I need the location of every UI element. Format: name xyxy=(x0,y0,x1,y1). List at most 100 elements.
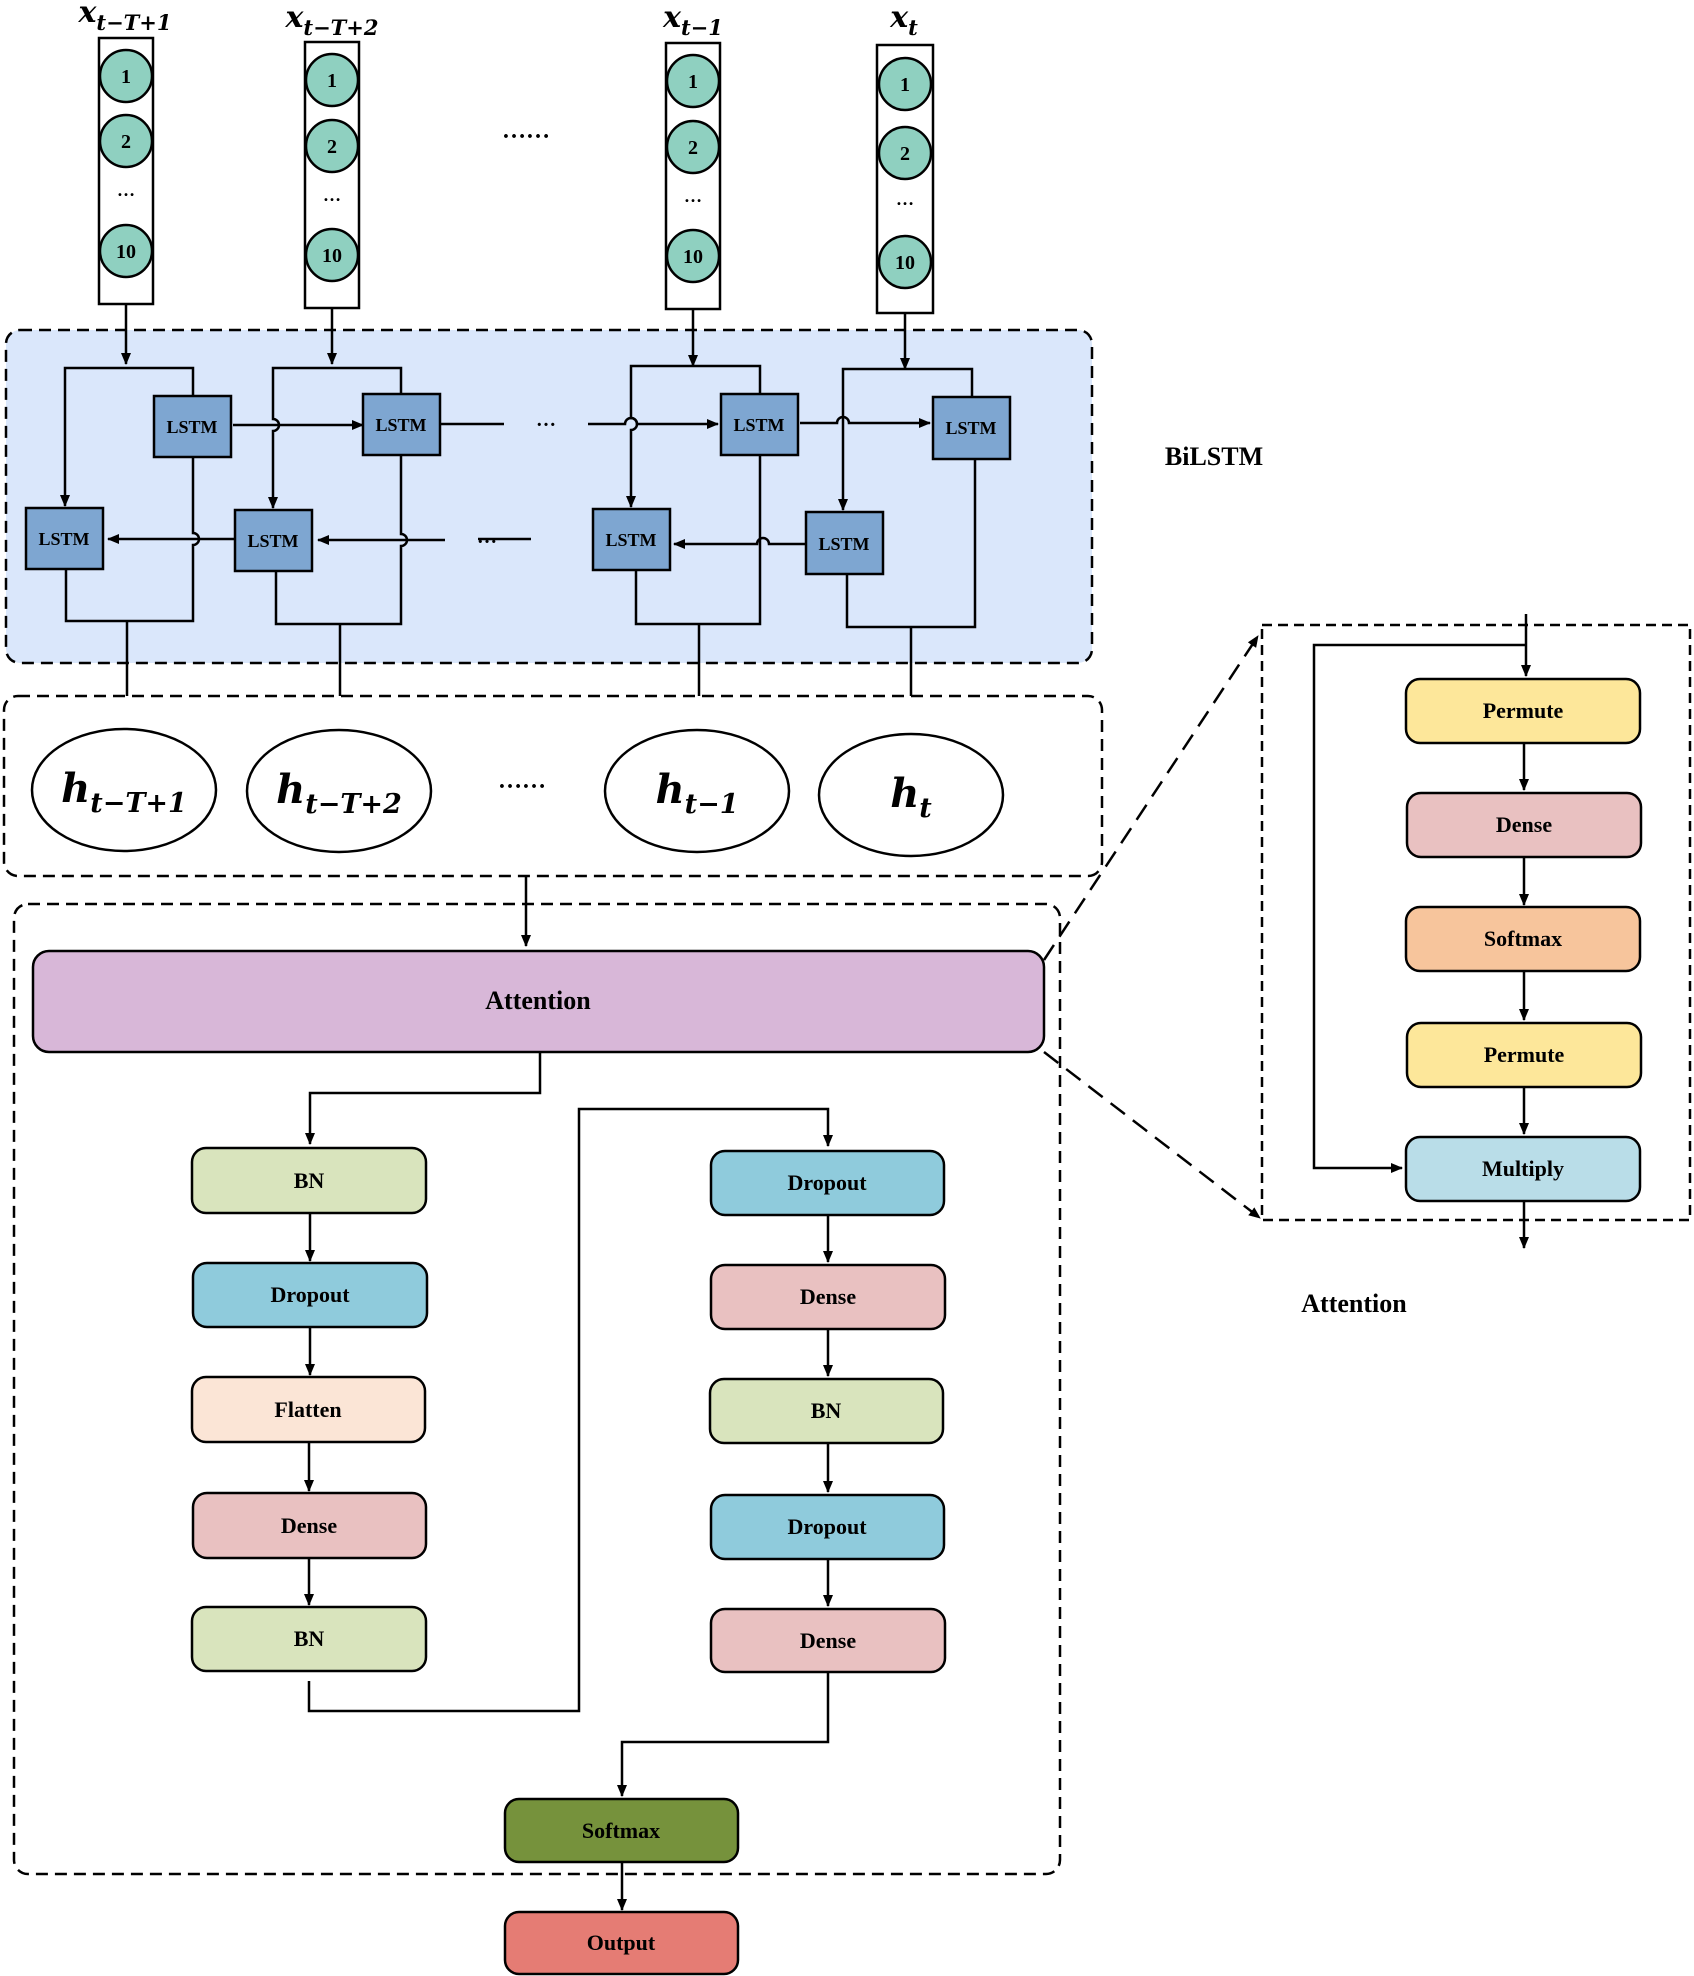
svg-text:Permute: Permute xyxy=(1483,698,1564,723)
left-branch: BN Dropout Flatten Dense BN xyxy=(190,1146,429,1673)
input-node xyxy=(98,48,154,104)
branch-connectors xyxy=(305,1052,833,1911)
output-block: Output xyxy=(503,1910,740,1976)
input-node-label: 2 xyxy=(121,131,131,153)
attn-permute-block-1: Permute xyxy=(1404,677,1642,745)
input-label-3: xt−1 xyxy=(662,0,723,40)
zoom-line-bottom xyxy=(1043,1051,1261,1219)
input-vector-3: xt−1 1 2 … 10 xyxy=(662,0,723,311)
svg-text:Dense: Dense xyxy=(281,1513,337,1538)
input-node-label: 10 xyxy=(895,252,915,274)
input-node-ellipsis: … xyxy=(117,180,135,200)
svg-text:LSTM: LSTM xyxy=(945,418,996,438)
hidden-state-2: ht−T+2 xyxy=(245,728,433,854)
attention-block: Attention xyxy=(31,949,1046,1054)
left-dense-block: Dense xyxy=(191,1491,428,1560)
input-node-ellipsis: … xyxy=(323,185,341,205)
hidden-gap-ellipsis: …… xyxy=(498,768,546,794)
bilstm-region xyxy=(4,328,1094,665)
input-node xyxy=(877,234,933,290)
svg-text:ht−1: ht−1 xyxy=(656,766,739,820)
hidden-state-3: ht−1 xyxy=(603,728,791,854)
input-vector-2: xt−T+2 1 2 … 10 xyxy=(284,0,379,310)
input-node xyxy=(98,113,154,169)
svg-text:Softmax: Softmax xyxy=(582,1818,660,1843)
lstm-cell-backward-3: LSTM xyxy=(591,507,672,572)
svg-text:BN: BN xyxy=(294,1626,325,1651)
input-node-ellipsis: … xyxy=(896,189,914,209)
svg-text:ht−T+2: ht−T+2 xyxy=(276,766,402,820)
input-node-label: 1 xyxy=(900,74,910,96)
input-node-label: 10 xyxy=(116,241,136,263)
attn-multiply-block: Multiply xyxy=(1404,1135,1642,1203)
attention-detail-wiring xyxy=(1312,614,1531,1249)
input-node xyxy=(665,53,721,109)
svg-text:Dropout: Dropout xyxy=(787,1170,867,1195)
bilstm-title: BiLSTM xyxy=(1165,442,1263,471)
input-node-label: 2 xyxy=(900,143,910,165)
svg-text:BN: BN xyxy=(811,1398,842,1423)
svg-text:LSTM: LSTM xyxy=(733,415,784,435)
right-dropout-block-2: Dropout xyxy=(709,1493,946,1561)
input-node-label: 2 xyxy=(327,136,337,158)
lstm-cell-backward-1: LSTM xyxy=(24,506,105,571)
input-node-label: 10 xyxy=(322,245,342,267)
input-node xyxy=(304,118,360,174)
svg-text:ht: ht xyxy=(890,770,932,824)
svg-text:LSTM: LSTM xyxy=(38,529,89,549)
hidden-state-4: ht xyxy=(817,732,1005,858)
forward-gap-ellipsis: … xyxy=(536,409,556,431)
input-node xyxy=(877,125,933,181)
input-node-ellipsis: … xyxy=(684,186,702,206)
input-node xyxy=(304,227,360,283)
input-node-label: 10 xyxy=(683,246,703,268)
right-branch: Dropout Dense BN Dropout Dense xyxy=(708,1149,947,1674)
input-label-1: xt−T+1 xyxy=(77,0,171,35)
right-dense-block-2: Dense xyxy=(709,1607,947,1674)
svg-text:Dense: Dense xyxy=(800,1628,856,1653)
input-node-label: 1 xyxy=(327,70,337,92)
backward-gap-ellipsis: … xyxy=(477,526,497,548)
input-node xyxy=(665,228,721,284)
svg-text:LSTM: LSTM xyxy=(166,417,217,437)
bilstm-unit-2-wiring xyxy=(268,366,504,725)
svg-text:Flatten: Flatten xyxy=(274,1397,341,1422)
right-dropout-block-1: Dropout xyxy=(709,1149,946,1217)
svg-text:BN: BN xyxy=(294,1168,325,1193)
svg-text:Softmax: Softmax xyxy=(1484,926,1562,951)
input-label-4: xt xyxy=(889,0,918,40)
input-node xyxy=(665,119,721,175)
lstm-cell-backward-4: LSTM xyxy=(804,510,885,576)
attention-detail-title: Attention xyxy=(1301,1289,1407,1318)
svg-text:LSTM: LSTM xyxy=(247,531,298,551)
svg-text:Multiply: Multiply xyxy=(1482,1156,1564,1181)
svg-text:Dropout: Dropout xyxy=(787,1514,867,1539)
input-vector-4: xt 1 2 … 10 xyxy=(875,0,935,315)
lstm-cell-forward-3: LSTM xyxy=(719,392,800,457)
zoom-line-top xyxy=(1042,635,1260,961)
left-bn-block-1: BN xyxy=(190,1146,428,1215)
svg-text:LSTM: LSTM xyxy=(818,534,869,554)
input-node-label: 1 xyxy=(688,71,698,93)
lstm-cell-forward-4: LSTM xyxy=(931,395,1012,461)
svg-text:Dense: Dense xyxy=(800,1284,856,1309)
final-softmax-block: Softmax xyxy=(503,1797,740,1864)
input-node xyxy=(877,56,933,112)
svg-text:Dropout: Dropout xyxy=(270,1282,350,1307)
attn-softmax-block: Softmax xyxy=(1404,905,1642,973)
attn-permute-block-2: Permute xyxy=(1405,1021,1643,1089)
left-dropout-block: Dropout xyxy=(191,1261,429,1329)
input-node xyxy=(304,52,360,108)
svg-text:ht−T+1: ht−T+1 xyxy=(61,765,187,819)
svg-text:LSTM: LSTM xyxy=(605,530,656,550)
right-dense-block-1: Dense xyxy=(709,1263,947,1331)
left-bn-block-2: BN xyxy=(190,1605,428,1673)
right-bn-block: BN xyxy=(708,1377,945,1445)
lstm-cell-forward-2: LSTM xyxy=(361,392,442,457)
input-node-label: 1 xyxy=(121,66,131,88)
input-gap-ellipsis: …… xyxy=(502,118,550,144)
lstm-cell-backward-2: LSTM xyxy=(233,508,314,573)
svg-text:LSTM: LSTM xyxy=(375,415,426,435)
left-flatten-block: Flatten xyxy=(190,1375,427,1444)
